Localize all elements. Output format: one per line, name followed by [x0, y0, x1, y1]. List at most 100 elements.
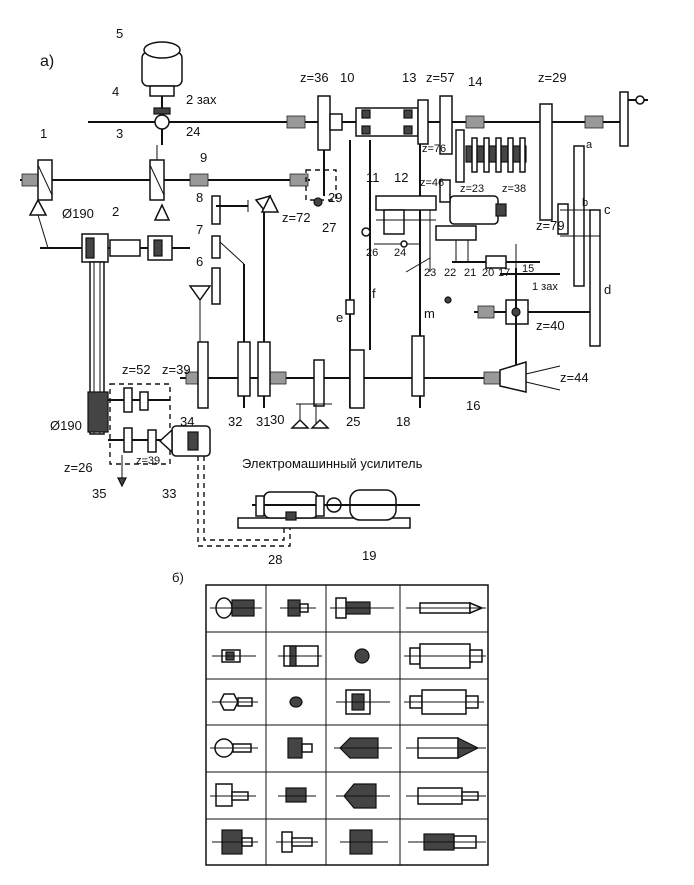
motor-feed	[435, 179, 507, 262]
section-a-label: а)	[40, 53, 54, 70]
mechanism-30	[290, 359, 332, 429]
label-19: 19	[362, 548, 376, 563]
amplifier-unit	[237, 489, 420, 529]
label-z46: z=46	[420, 177, 444, 189]
section-b-label: б)	[172, 570, 184, 585]
label-z79: z=79	[536, 218, 565, 233]
label-18: 18	[396, 414, 410, 429]
label-z40: z=40	[536, 318, 565, 333]
label-7: 7	[196, 222, 203, 237]
belt-drive-left	[87, 261, 109, 435]
label-z36: z=36	[300, 70, 329, 85]
rods-31-32-34	[197, 194, 272, 409]
part-drawing	[404, 643, 486, 669]
part-drawing	[334, 737, 392, 759]
part-drawing	[212, 649, 256, 663]
part-drawing	[278, 787, 316, 803]
label-z44: z=44	[560, 370, 589, 385]
part-drawing	[406, 787, 486, 805]
label-z26: z=26	[64, 460, 93, 475]
motor-33	[158, 425, 291, 547]
part-drawing	[354, 648, 370, 664]
label-25: 25	[346, 414, 360, 429]
label-20: 20	[482, 267, 494, 279]
shaft-16	[180, 371, 503, 385]
label-15: 15	[522, 263, 534, 275]
label-24-top: 24	[186, 124, 200, 139]
gearbox-bottom-left	[108, 383, 175, 488]
label-z23: z=23	[460, 183, 484, 195]
label-z39-bottom: z=39	[136, 455, 160, 467]
label-34: 34	[180, 414, 194, 429]
part-drawing	[280, 599, 316, 617]
gear-z36	[305, 95, 343, 207]
label-13: 13	[402, 70, 416, 85]
worm-15	[505, 268, 529, 372]
label-8: 8	[196, 190, 203, 205]
label-30: 30	[270, 412, 284, 427]
label-z57: z=57	[426, 70, 455, 85]
cone-72	[260, 194, 280, 213]
label-z72: z=72	[282, 210, 311, 225]
label-32: 32	[228, 414, 242, 429]
lever-7	[211, 235, 245, 265]
label-12: 12	[394, 170, 408, 185]
part-drawing	[406, 737, 486, 759]
label-3: 3	[116, 126, 123, 141]
part-drawing	[212, 829, 258, 855]
part-drawing	[336, 689, 390, 715]
label-11: 11	[366, 170, 380, 185]
gear-z29	[539, 103, 553, 221]
part-drawing	[210, 597, 262, 619]
shaft-right-middle	[474, 305, 600, 319]
label-z76: z=76	[422, 143, 446, 155]
label-c: c	[604, 202, 611, 217]
label-29: 29	[328, 190, 342, 205]
label-1: 1	[40, 126, 47, 141]
handwheel-20	[452, 244, 560, 290]
spindle-2	[81, 233, 173, 263]
label-a: a	[586, 139, 593, 151]
label-m: m	[424, 306, 435, 321]
part-drawing	[287, 737, 313, 759]
part-drawing	[340, 829, 388, 855]
part-drawing	[336, 783, 390, 809]
label-6: 6	[196, 254, 203, 269]
part-drawing	[406, 601, 486, 615]
right-end-tool	[619, 91, 648, 147]
gear-1	[37, 159, 53, 201]
label-e: e	[336, 310, 343, 325]
label-z38: z=38	[502, 183, 526, 195]
lever-8	[211, 195, 249, 225]
label-2-zah: 2 зах	[186, 92, 217, 107]
label-17: 17	[498, 267, 510, 279]
label-33: 33	[162, 486, 176, 501]
label-z29: z=29	[538, 70, 567, 85]
lever-e	[345, 140, 365, 409]
amplifier-title: Электромашинный усилитель	[242, 456, 423, 471]
part-drawing	[408, 833, 486, 851]
part-drawing	[330, 597, 394, 619]
label-d: d	[604, 282, 611, 297]
label-10: 10	[340, 70, 354, 85]
label-z39-top: z=39	[162, 362, 191, 377]
bevel-gear-z44	[499, 360, 561, 393]
label-28: 28	[268, 552, 282, 567]
label-21: 21	[464, 267, 476, 279]
label-35: 35	[92, 486, 106, 501]
label-f: f	[372, 286, 376, 301]
label-31: 31	[256, 414, 270, 429]
label-4: 4	[112, 84, 119, 99]
label-z52: z=52	[122, 362, 151, 377]
control-block	[374, 195, 437, 273]
shaft-9	[20, 173, 310, 187]
cone-pulleys-left	[28, 198, 171, 249]
part-drawing	[289, 696, 303, 708]
motor-5	[141, 41, 183, 145]
label-d190-top: Ø190	[62, 206, 94, 221]
label-2: 2	[112, 204, 119, 219]
label-26: 26	[366, 247, 378, 259]
label-b: b	[582, 197, 588, 209]
part-drawing	[276, 831, 318, 853]
label-14: 14	[468, 74, 482, 89]
